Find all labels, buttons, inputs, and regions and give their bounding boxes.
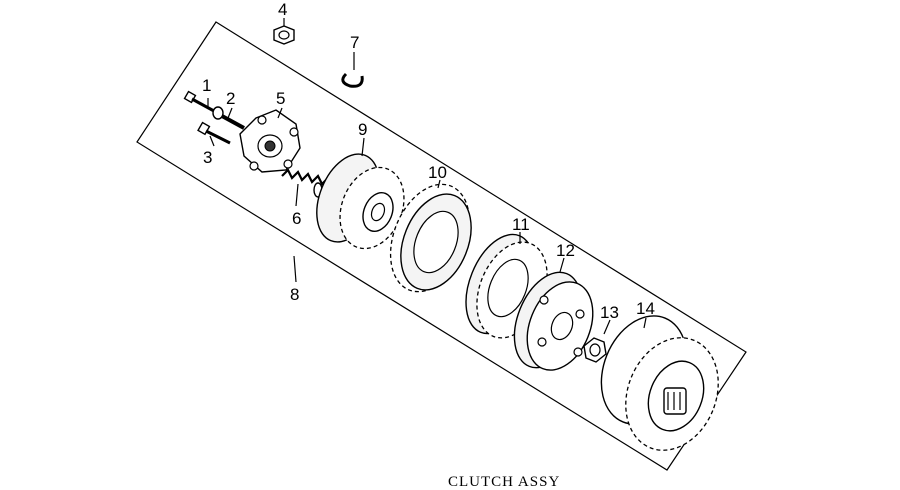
part-13-washer	[583, 337, 607, 363]
callout-6: 6	[292, 209, 301, 228]
leader-3	[209, 135, 215, 147]
part-5-lifter-plate	[239, 109, 301, 173]
callout-3: 3	[203, 148, 212, 167]
leader-lines	[207, 18, 647, 335]
part-12-clutch-center	[513, 271, 594, 371]
callout-11: 11	[512, 215, 530, 234]
leader-10	[437, 179, 441, 189]
callout-12: 12	[556, 241, 575, 260]
part-7-circlip	[341, 72, 364, 88]
leader-6	[295, 183, 299, 207]
leader-12	[559, 257, 565, 273]
callout-4: 4	[278, 0, 287, 19]
part-1-bolt	[183, 90, 215, 113]
callout-13: 13	[600, 303, 619, 322]
callout-1: 1	[202, 76, 211, 95]
part-2-pin	[212, 106, 245, 130]
leader-14	[643, 317, 647, 329]
part-14-clutch-housing	[600, 315, 719, 451]
part-10-friction-disc	[389, 183, 472, 293]
diagram-caption: CLUTCH ASSY	[448, 474, 560, 490]
callout-7: 7	[350, 33, 359, 52]
callout-5: 5	[276, 89, 285, 108]
part-3-bolt	[197, 121, 231, 145]
callout-10: 10	[428, 163, 447, 182]
leader-5	[277, 107, 283, 119]
leader-9	[361, 137, 365, 157]
leader-2	[227, 107, 233, 119]
part-4-nut	[273, 25, 295, 45]
callout-9: 9	[358, 120, 367, 139]
assembly-frame	[136, 21, 747, 471]
callout-14: 14	[636, 299, 655, 318]
callout-2: 2	[226, 89, 235, 108]
callout-8: 8	[290, 285, 299, 304]
leader-13	[603, 319, 611, 335]
part-9-pressure-plate	[316, 153, 405, 250]
leader-8	[293, 255, 297, 283]
